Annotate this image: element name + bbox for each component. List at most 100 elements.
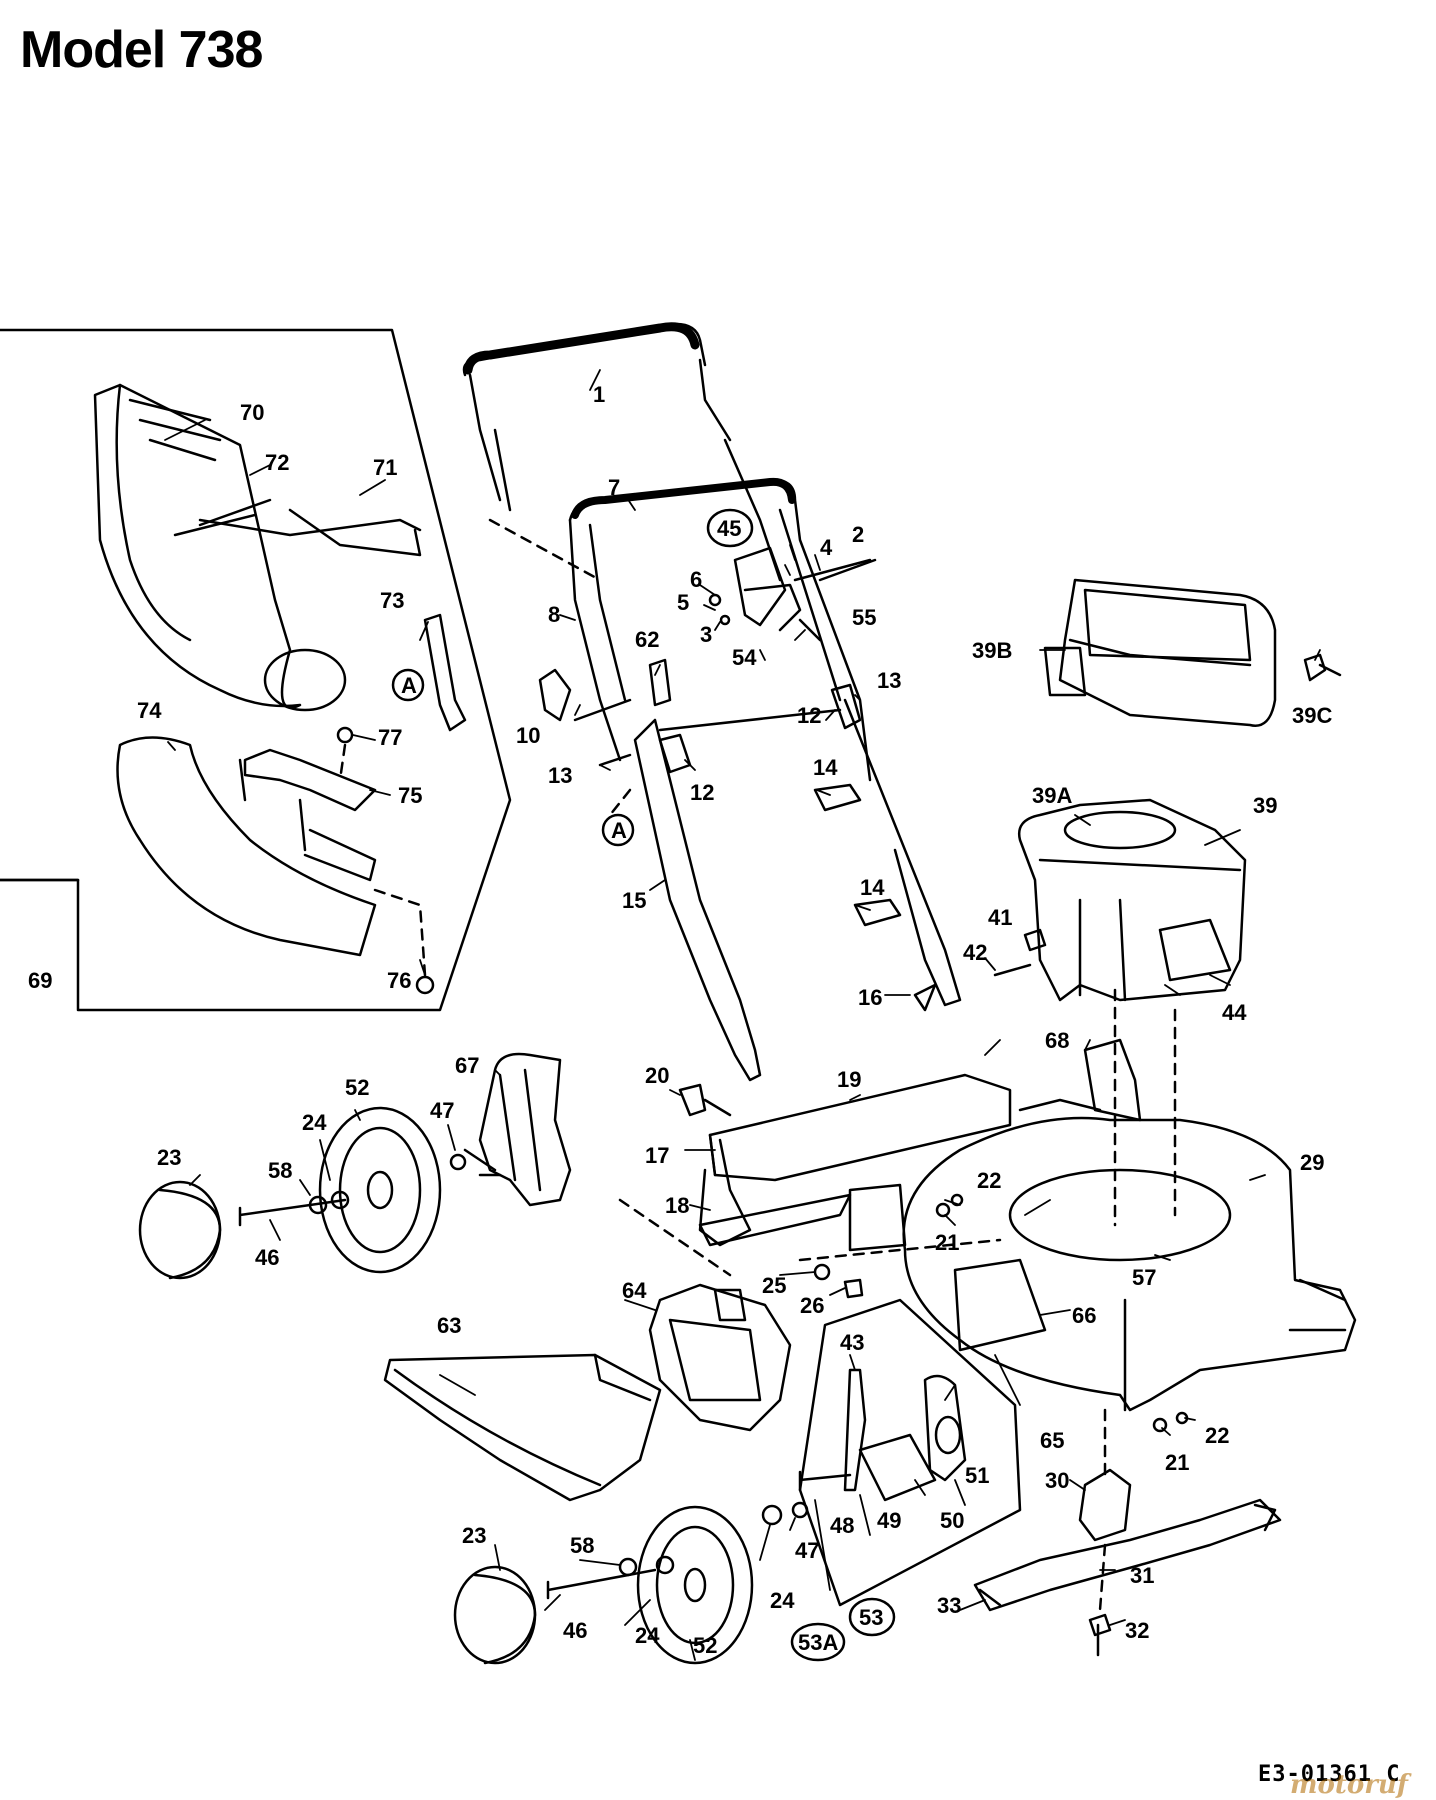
front-bracket-frame <box>798 1298 1022 1607</box>
label-48: 48 <box>830 1513 854 1538</box>
label-24a: 24 <box>302 1110 327 1135</box>
label-12b: 12 <box>690 780 714 805</box>
bag-frame-71 <box>198 508 422 557</box>
label-45: 45 <box>717 516 741 541</box>
label-47a: 47 <box>430 1098 454 1123</box>
label-14b: 14 <box>860 875 885 900</box>
label-33: 33 <box>937 1593 961 1618</box>
front-wheel-52 <box>636 1505 754 1665</box>
label-22a: 22 <box>977 1168 1001 1193</box>
label-51: 51 <box>965 1463 989 1488</box>
label-64: 64 <box>622 1278 647 1303</box>
rear-flap-63 <box>383 1353 662 1502</box>
engine-cover-39b <box>1058 578 1277 727</box>
clip-14a <box>813 783 862 812</box>
engine-39 <box>1017 798 1247 1002</box>
label-3: 3 <box>700 622 712 647</box>
label-39a: 39A <box>1032 783 1072 808</box>
nut-26 <box>843 1278 864 1299</box>
label-13a: 13 <box>877 668 901 693</box>
label-17: 17 <box>645 1143 669 1168</box>
label-49: 49 <box>877 1508 901 1533</box>
label-6: 6 <box>690 567 702 592</box>
label-7: 7 <box>608 475 620 500</box>
label-25: 25 <box>762 1273 786 1298</box>
bracket-75 <box>243 748 377 812</box>
label-70: 70 <box>240 400 264 425</box>
label-31: 31 <box>1130 1563 1154 1588</box>
lower-handle-15 <box>633 718 762 1082</box>
control-lever-45 <box>733 546 787 627</box>
label-19: 19 <box>837 1067 861 1092</box>
rear-wheel-52 <box>318 1106 442 1274</box>
nut-24a <box>330 1190 350 1210</box>
rear-bracket-18 <box>698 1193 852 1247</box>
watermark-logo: motoruf <box>1290 1770 1408 1800</box>
bolt-32 <box>1088 1613 1112 1657</box>
middle-handle-8 <box>568 518 622 762</box>
label-39: 39 <box>1253 793 1277 818</box>
deck-opening <box>1008 1168 1232 1262</box>
bracket-68 <box>1083 1038 1142 1122</box>
label-30: 30 <box>1045 1468 1069 1493</box>
label-43: 43 <box>840 1330 864 1355</box>
label-32: 32 <box>1125 1618 1149 1643</box>
clip-14b <box>853 898 902 927</box>
label-21b: 21 <box>1165 1450 1189 1475</box>
label-63: 63 <box>437 1313 461 1338</box>
ref-a-1: A <box>401 673 417 698</box>
label-74: 74 <box>137 698 162 723</box>
hook-73 <box>423 613 467 732</box>
height-lever-43 <box>843 1368 867 1492</box>
label-62: 62 <box>635 627 659 652</box>
nut-21b <box>1152 1417 1168 1433</box>
label-42: 42 <box>963 940 987 965</box>
label-53: 53 <box>859 1605 883 1630</box>
bolt-62 <box>648 658 672 707</box>
label-58a: 58 <box>268 1158 292 1183</box>
label-46b: 46 <box>563 1618 587 1643</box>
hinge-12a <box>830 683 862 730</box>
label-24c: 24 <box>770 1588 795 1613</box>
label-77: 77 <box>378 725 402 750</box>
pin-2 <box>818 558 877 582</box>
label-71: 71 <box>373 455 397 480</box>
nut-25 <box>813 1263 831 1281</box>
nut-24c <box>761 1504 783 1526</box>
label-46a: 46 <box>255 1245 279 1270</box>
blade-adapter-30 <box>1078 1468 1132 1542</box>
label-16: 16 <box>858 985 882 1010</box>
label-68: 68 <box>1045 1028 1069 1053</box>
label-53a: 53A <box>798 1630 838 1655</box>
label-75: 75 <box>398 783 422 808</box>
label-4: 4 <box>820 535 833 560</box>
label-66: 66 <box>1072 1303 1096 1328</box>
bolt-48 <box>798 1470 852 1492</box>
bolt-20 <box>678 1083 732 1117</box>
label-21a: 21 <box>935 1230 959 1255</box>
hinge-12b <box>658 733 692 774</box>
label-54: 54 <box>732 645 757 670</box>
hub-cap-23a <box>138 1180 222 1280</box>
label-2: 2 <box>852 522 864 547</box>
washer-58b <box>618 1557 638 1577</box>
axle-bolt-46b <box>546 1568 657 1600</box>
label-5: 5 <box>677 590 689 615</box>
height-adjuster-67 <box>478 1052 572 1207</box>
wheel-plate-51 <box>923 1374 967 1482</box>
washer-47a <box>449 1153 467 1171</box>
label-76: 76 <box>387 968 411 993</box>
label-29: 29 <box>1300 1150 1324 1175</box>
label-72: 72 <box>265 450 289 475</box>
ref-a-circle-1 <box>391 668 425 702</box>
screw-39c <box>1303 653 1342 682</box>
label-57: 57 <box>1132 1265 1156 1290</box>
label-65: 65 <box>1040 1428 1064 1453</box>
label-52a: 52 <box>345 1075 369 1100</box>
axle-plate-49 <box>858 1433 937 1502</box>
label-39c: 39C <box>1292 703 1332 728</box>
label-15: 15 <box>622 888 646 913</box>
label-8: 8 <box>548 602 560 627</box>
nut-21a <box>935 1202 951 1218</box>
label-58b: 58 <box>570 1533 594 1558</box>
